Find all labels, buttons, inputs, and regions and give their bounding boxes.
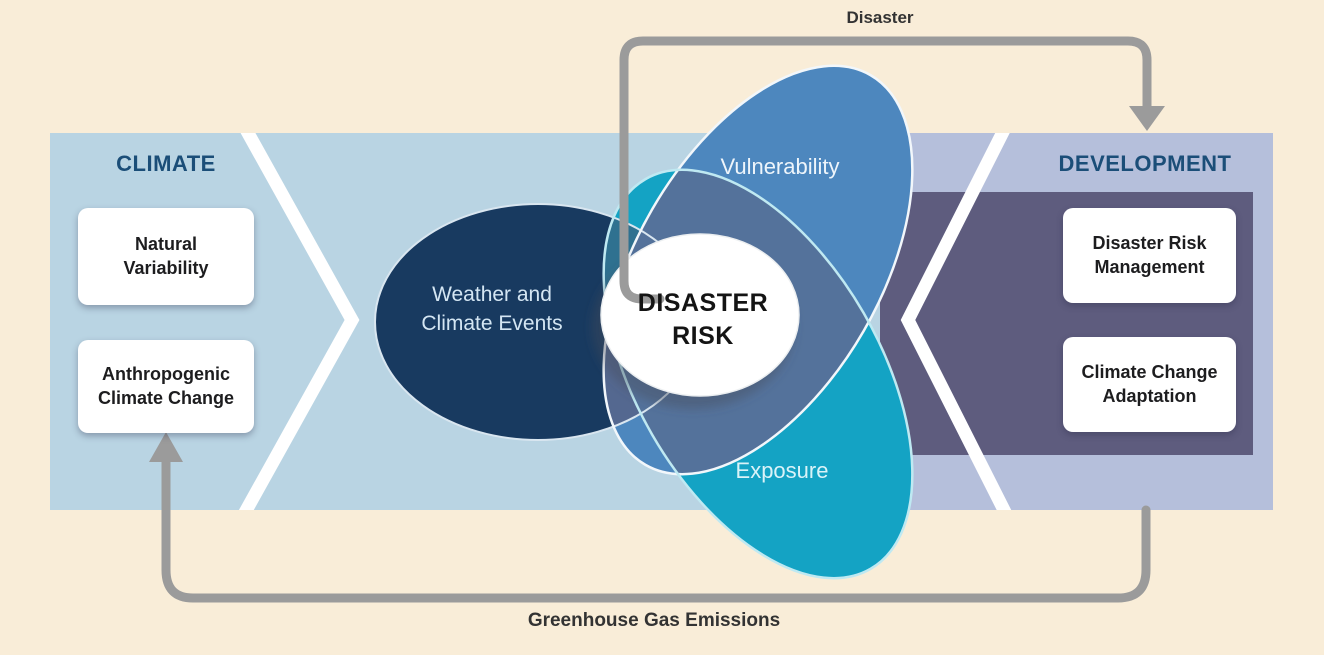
disaster-risk-management-box: Disaster Risk Management	[1063, 208, 1236, 303]
anthropogenic-climate-change-box: Anthropogenic Climate Change	[78, 340, 254, 433]
anthropogenic-climate-change-label: Anthropogenic Climate Change	[97, 364, 235, 408]
right-chevron-divider	[900, 133, 1012, 510]
climate-change-adaptation-label: Climate Change Adaptation	[1081, 362, 1218, 406]
natural-variability-box: Natural Variability	[78, 208, 254, 305]
disaster-risk-management-label: Disaster Risk Management	[1092, 233, 1207, 277]
disaster-arrow	[619, 36, 1152, 304]
greenhouse-gas-arrow-label: Greenhouse Gas Emissions	[527, 610, 781, 631]
climate-change-adaptation-box: Climate Change Adaptation	[1063, 337, 1236, 432]
disaster-risk-label: DISASTER RISK	[637, 289, 769, 350]
greenhouse-gas-arrow	[161, 453, 1151, 603]
vulnerability-ellipse-outline	[602, 64, 914, 476]
greenhouse-gas-arrowhead-icon	[149, 432, 183, 462]
disaster-arrowhead-icon	[1129, 106, 1165, 131]
natural-variability-label: Natural Variability	[123, 234, 209, 278]
weather-climate-events-label: Weather and Climate Events	[421, 283, 563, 335]
climate-panel-title: CLIMATE	[116, 151, 216, 176]
development-panel-title: DEVELOPMENT	[1058, 151, 1232, 176]
vulnerability-label: Vulnerability	[720, 154, 840, 179]
disaster-arrow-label: Disaster	[846, 8, 914, 27]
exposure-label: Exposure	[735, 458, 829, 483]
exposure-ellipse-outline	[602, 168, 914, 580]
left-chevron-divider	[238, 133, 360, 510]
disaster-risk-circle	[600, 233, 800, 397]
